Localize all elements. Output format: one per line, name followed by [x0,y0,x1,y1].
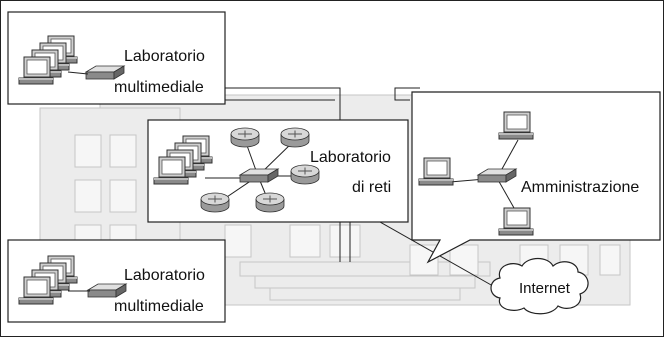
lab-net-label-line1: Laboratorio [310,149,391,166]
lab-bottom-label-line2: multimediale [114,298,204,315]
lab-bottom-label-line1: Laboratorio [124,267,205,284]
lab-net-label-line2: di reti [352,179,391,196]
lab-top-label-line2: multimediale [114,79,204,96]
cloud-icon: Internet [490,257,589,315]
admin-label: Amministrazione [521,179,639,196]
lab-network: Laboratorio di reti [147,119,409,223]
lab-top-label-line1: Laboratorio [124,48,205,65]
lab-multimedia-top: Laboratorio multimediale [7,11,226,105]
internet-label: Internet [519,280,571,297]
lab-multimedia-bottom: Laboratorio multimediale [7,239,226,323]
administration: Amministrazione [411,91,661,264]
